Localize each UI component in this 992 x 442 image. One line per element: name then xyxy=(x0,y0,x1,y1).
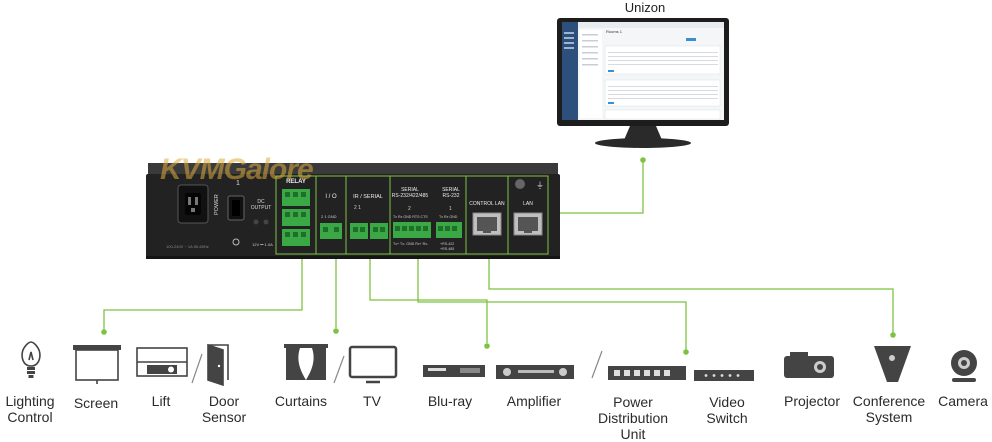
switch-number: 1 xyxy=(236,180,240,187)
serial-bottom-1: Tx+ Tx- GND Rx+ Rx- xyxy=(393,242,429,246)
serial-1-number: 2 xyxy=(408,206,411,212)
projector-lift-icon xyxy=(136,347,188,377)
lan-label: LAN xyxy=(523,201,533,207)
monitor-screen-title: Rooms 1 xyxy=(606,29,623,34)
io-label: I / O xyxy=(325,194,337,200)
label-lighting: Lighting Control xyxy=(5,393,55,425)
projection-screen-icon xyxy=(73,345,121,384)
conference-phone-icon xyxy=(874,346,911,382)
amplifier-icon xyxy=(496,365,574,379)
serial-bottom-3: +RS-485 xyxy=(440,247,454,251)
svg-text:100-240V ~ 1A 50-60Hz: 100-240V ~ 1A 50-60Hz xyxy=(166,244,209,249)
label-tv: TV xyxy=(363,393,381,409)
serial-bottom-2: +RS-422 xyxy=(440,242,454,246)
label-lift: Lift xyxy=(151,393,171,409)
label-pdu: Power Distribution Unit xyxy=(597,394,669,442)
projector-icon xyxy=(784,352,834,378)
label-amplifier: Amplifier xyxy=(506,393,562,409)
ir-pins: 2 1 xyxy=(354,205,361,211)
label-curtains: Curtains xyxy=(274,393,328,409)
label-camera: Camera xyxy=(938,393,988,409)
bulb-icon xyxy=(21,341,41,378)
bluray-player-icon xyxy=(423,365,485,377)
monitor-title: Unizon xyxy=(624,0,666,15)
relay-label: RELAY xyxy=(286,179,306,185)
serial-1-pins: Tx Rx GND RTS CTS xyxy=(393,215,428,219)
door-icon xyxy=(207,343,229,387)
label-door: Door Sensor xyxy=(201,393,247,425)
label-bluray: Blu-ray xyxy=(427,393,473,409)
serial-2-number: 1 xyxy=(449,206,452,212)
watermark: KVMGalore xyxy=(160,153,314,186)
monitor: Rooms 1 xyxy=(557,18,729,148)
dc-voltage: 12V ⎓ 1.0A xyxy=(252,242,273,247)
video-switch-icon xyxy=(694,370,754,381)
camera-icon xyxy=(951,350,977,382)
label-videoswitch: Video Switch xyxy=(706,394,748,426)
connection-lines xyxy=(103,160,894,350)
control-lan-label: CONTROL LAN xyxy=(469,201,505,207)
ir-serial-label: IR / SERIAL xyxy=(353,194,383,200)
curtains-icon xyxy=(284,344,328,380)
io-pins: 2 1 GND xyxy=(321,214,337,219)
ground-icon: ⏚ xyxy=(536,181,544,190)
pdu-icon xyxy=(608,366,686,380)
label-screen: Screen xyxy=(73,395,119,411)
serial-2-pins: Tx Rx GND xyxy=(439,215,458,219)
connection-dots xyxy=(101,157,896,355)
label-conference: Conference System xyxy=(852,393,926,425)
label-projector: Projector xyxy=(783,393,841,409)
tv-icon xyxy=(348,345,398,384)
power-label: POWER xyxy=(214,194,220,215)
